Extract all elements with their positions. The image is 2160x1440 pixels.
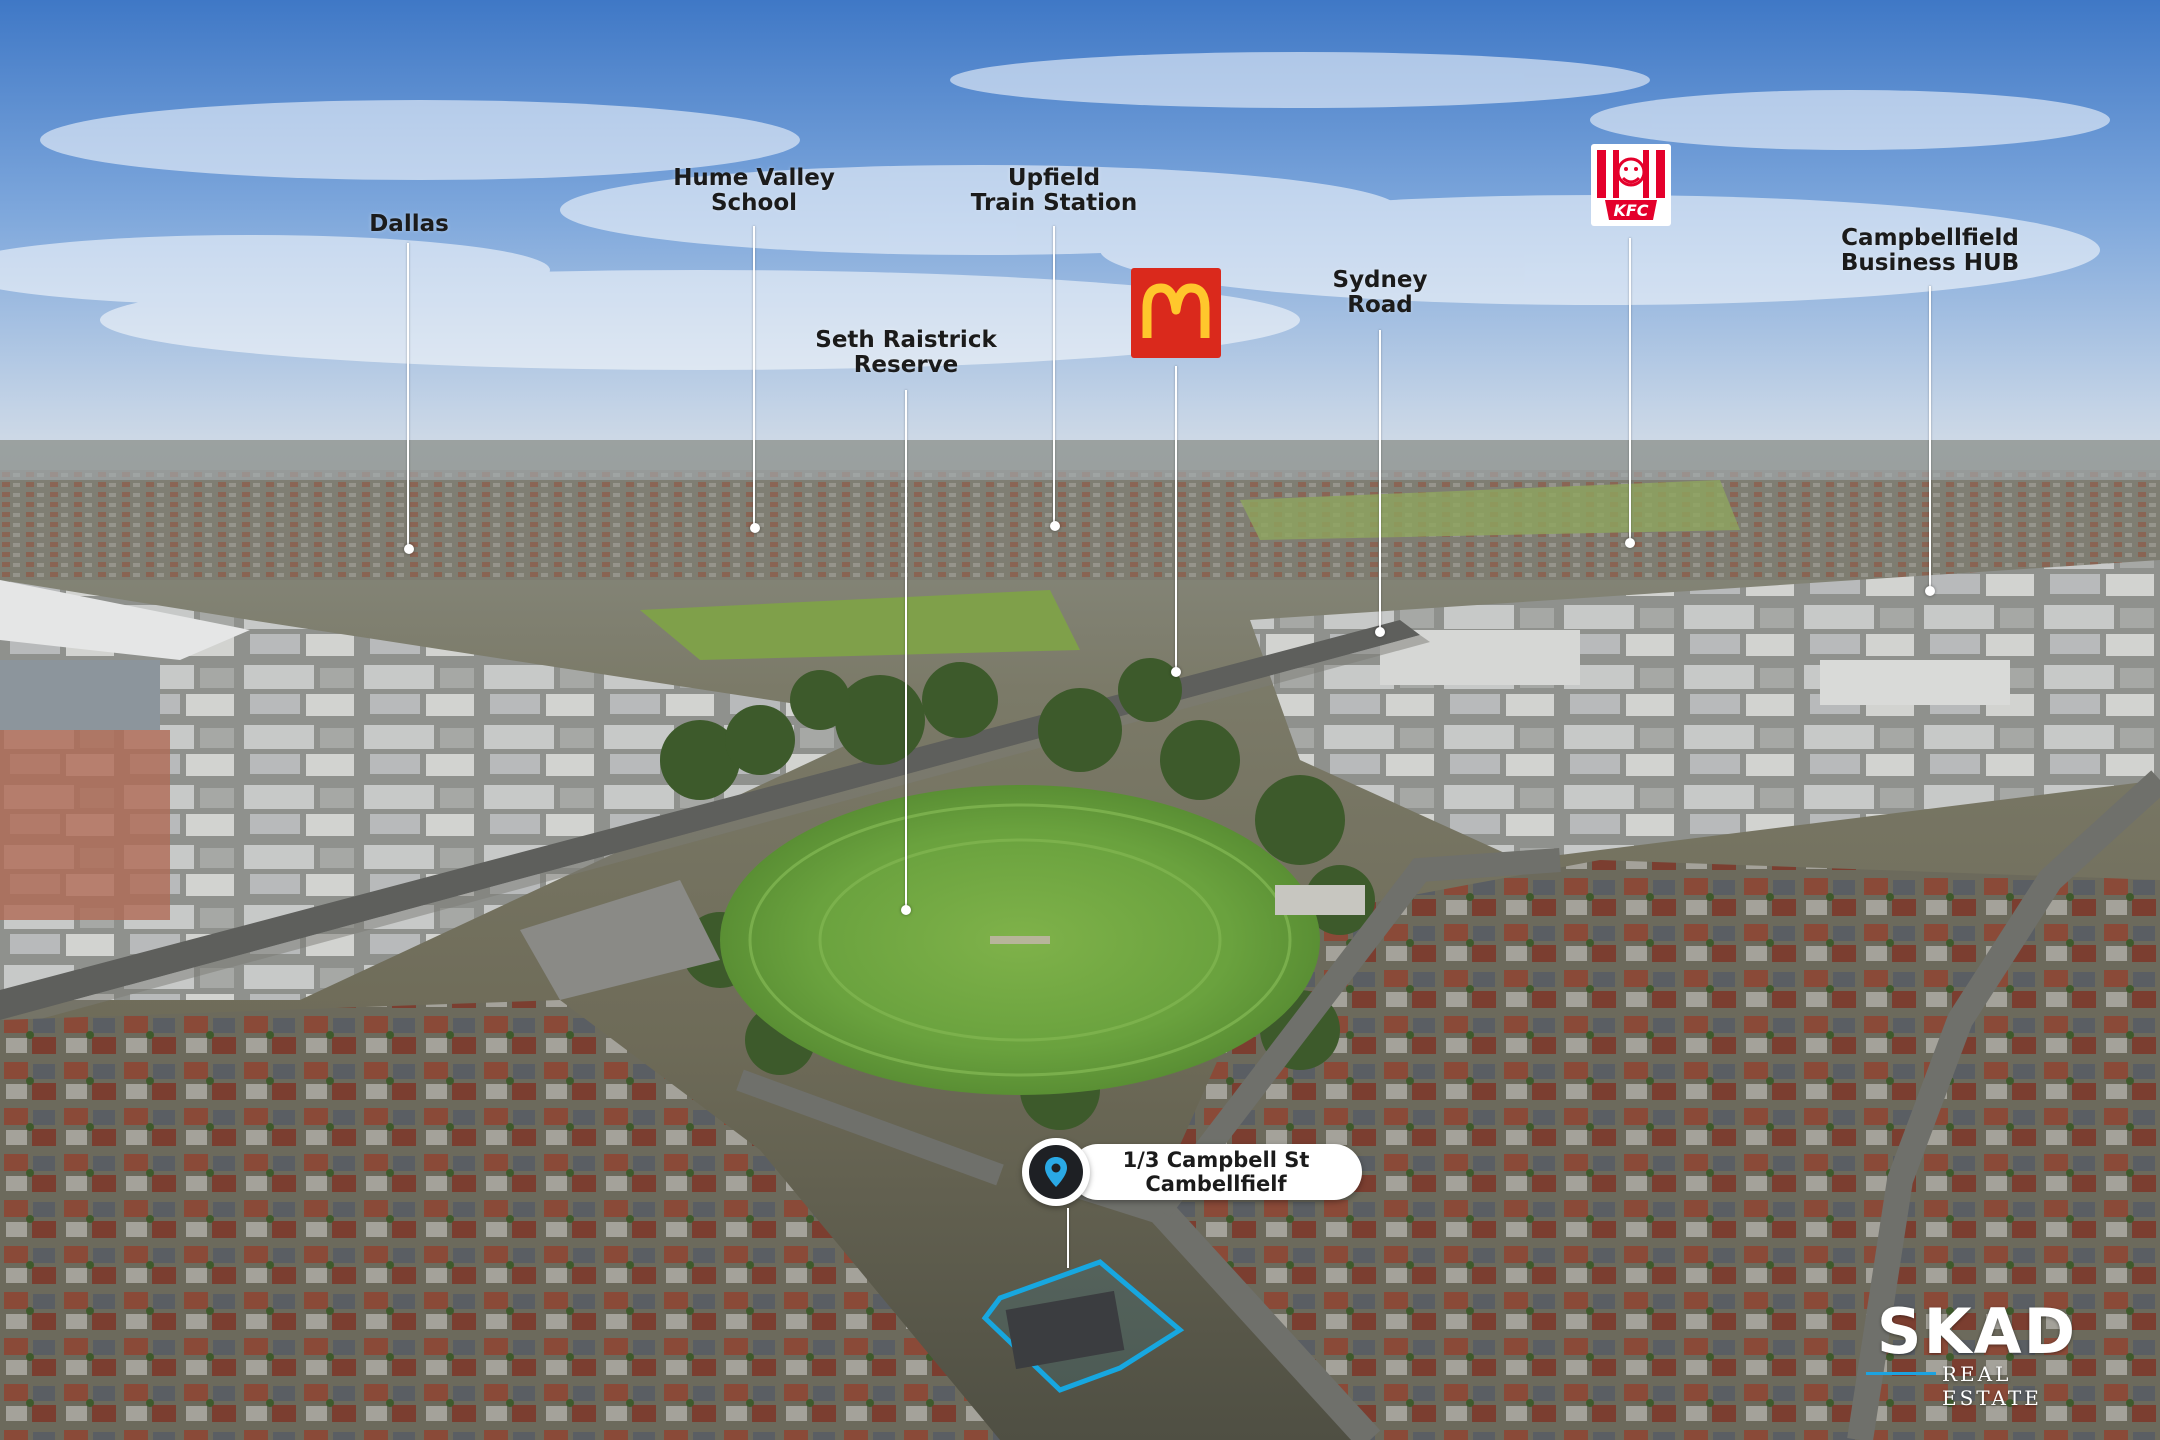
label-dallas: Dallas — [369, 211, 449, 237]
pin-dot-seth-raistrick-reserve — [901, 905, 911, 915]
mcdonalds-logo — [1131, 268, 1221, 358]
pin-dot-dallas — [404, 544, 414, 554]
pin-line-kfc — [1629, 238, 1631, 540]
address-line-1: 1/3 Campbell St — [1122, 1148, 1310, 1172]
pin-dot-sydney-road — [1375, 627, 1385, 637]
brand-tagline: REAL ESTATE — [1942, 1362, 2042, 1410]
pin-line-seth-raistrick-reserve — [905, 390, 907, 910]
pin-line-mcdonalds — [1175, 366, 1177, 670]
golden-arches-icon — [1142, 283, 1210, 338]
skad-brand-logo: SKAD REAL ESTATE — [1862, 1295, 2092, 1410]
pin-line-property — [1067, 1208, 1069, 1268]
pin-line-upfield-train-station — [1053, 226, 1055, 524]
location-pin-icon — [1045, 1157, 1067, 1187]
pin-dot-kfc — [1625, 538, 1635, 548]
kfc-logo-text: KFC — [1613, 201, 1649, 220]
address-line-2: Cambellfielf — [1145, 1172, 1287, 1196]
pin-dot-hume-valley-school — [750, 523, 760, 533]
pin-dot-mcdonalds — [1171, 667, 1181, 677]
address-pill: 1/3 Campbell St Cambellfielf — [1070, 1144, 1362, 1200]
pin-dot-campbellfield-business-hub — [1925, 586, 1935, 596]
pin-dot-upfield-train-station — [1050, 521, 1060, 531]
property-callout: 1/3 Campbell St Cambellfielf — [1022, 1138, 1362, 1206]
brand-accent-rule — [1866, 1372, 1936, 1375]
kfc-logo: KFC — [1591, 144, 1671, 226]
pin-line-hume-valley-school — [753, 226, 755, 526]
pin-line-campbellfield-business-hub — [1929, 286, 1931, 590]
pin-line-sydney-road — [1379, 330, 1381, 630]
location-badge — [1022, 1138, 1090, 1206]
brand-name: SKAD — [1876, 1295, 2078, 1368]
pin-line-dallas — [407, 243, 409, 548]
colonel-icon — [1595, 148, 1667, 222]
